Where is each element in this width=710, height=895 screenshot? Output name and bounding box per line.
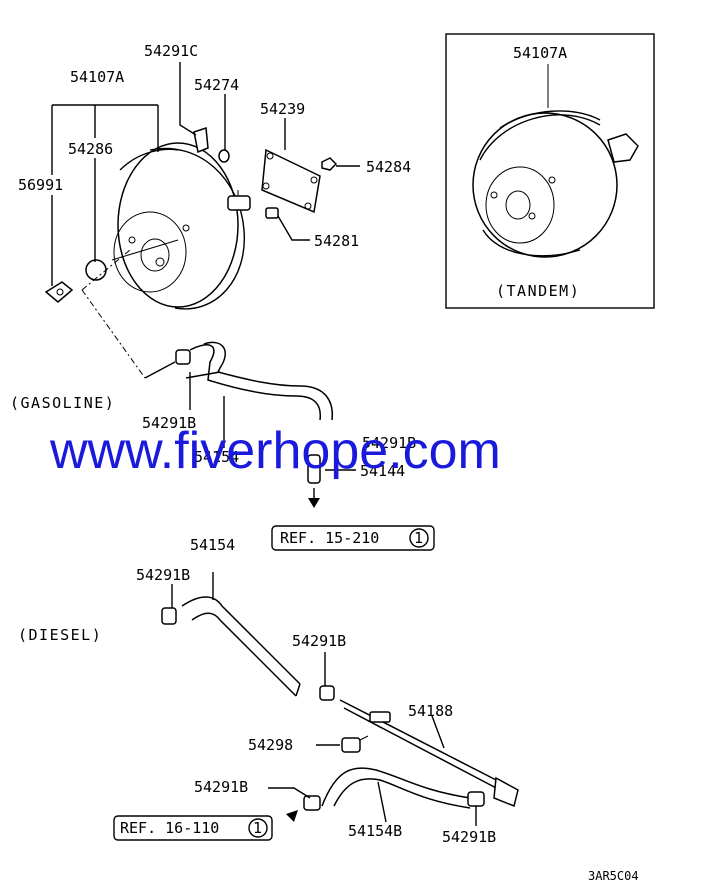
tandem-box xyxy=(445,33,655,309)
ref-box-16-110 xyxy=(113,815,273,841)
pipe-54188 xyxy=(339,699,519,808)
label-54144: 54144 xyxy=(360,462,405,480)
bolt-54281 xyxy=(265,207,279,219)
ref-circle-15-210 xyxy=(409,528,429,548)
washer-54274 xyxy=(218,149,230,163)
nut-54284 xyxy=(321,157,338,171)
label-54291b-diesel-1: 54291B xyxy=(136,566,190,584)
ref-num-16-110: 1 xyxy=(253,819,262,837)
valve-56991 xyxy=(44,281,74,303)
label-54107a: 54107A xyxy=(70,68,124,86)
clamp-54291b-diesel-4 xyxy=(467,791,485,807)
label-54274: 54274 xyxy=(194,76,239,94)
label-54291b-diesel-4: 54291B xyxy=(442,828,496,846)
label-54291b-diesel-3: 54291B xyxy=(194,778,248,796)
hose-54154-gasoline xyxy=(185,341,334,421)
ref-text-16-110: REF. 16-110 xyxy=(120,819,219,837)
label-diesel: (DIESEL) xyxy=(18,626,102,644)
label-54291b-mid: 54291B xyxy=(362,434,416,452)
booster-mount-stud xyxy=(227,190,251,211)
check-valve-54144 xyxy=(307,454,321,484)
direction-arrow xyxy=(308,488,320,508)
clip-54291c xyxy=(193,126,209,154)
hose-54154-diesel xyxy=(181,596,301,697)
label-54291c: 54291C xyxy=(144,42,198,60)
label-tandem-54107a: 54107A xyxy=(513,44,567,62)
clamp-54291b-diesel-1 xyxy=(161,607,177,625)
hose-54154b xyxy=(321,767,471,809)
diagram-code: 3AR5C04 xyxy=(588,869,639,883)
label-54291b-gasoline: 54291B xyxy=(142,414,196,432)
brake-booster-main xyxy=(111,142,245,310)
ref-num-15-210: 1 xyxy=(414,529,423,547)
clamp-54291b-diesel-3 xyxy=(286,795,321,822)
label-54281: 54281 xyxy=(314,232,359,250)
label-tandem: (TANDEM) xyxy=(496,282,580,300)
label-54286: 54286 xyxy=(68,140,113,158)
clamp-54291b-diesel-2 xyxy=(319,685,335,701)
label-54154-gasoline: 54154 xyxy=(194,448,239,466)
gasket-54239 xyxy=(261,148,321,214)
label-gasoline: (GASOLINE) xyxy=(10,394,115,412)
label-54284: 54284 xyxy=(366,158,411,176)
label-54188: 54188 xyxy=(408,702,453,720)
label-56991: 56991 xyxy=(18,176,63,194)
ref-box-15-210 xyxy=(271,525,435,551)
ref-text-15-210: REF. 15-210 xyxy=(280,529,379,547)
grommet-54286 xyxy=(85,259,107,281)
ref-circle-16-110 xyxy=(248,818,268,838)
label-54291b-diesel-2: 54291B xyxy=(292,632,346,650)
watermark-text: www.fiverhope.com xyxy=(49,422,501,480)
label-54298: 54298 xyxy=(248,736,293,754)
bolt-54298 xyxy=(341,735,369,753)
label-54154b: 54154B xyxy=(348,822,402,840)
label-54154-diesel: 54154 xyxy=(190,536,235,554)
clamp-54291b-gasoline xyxy=(175,349,191,365)
label-54239: 54239 xyxy=(260,100,305,118)
